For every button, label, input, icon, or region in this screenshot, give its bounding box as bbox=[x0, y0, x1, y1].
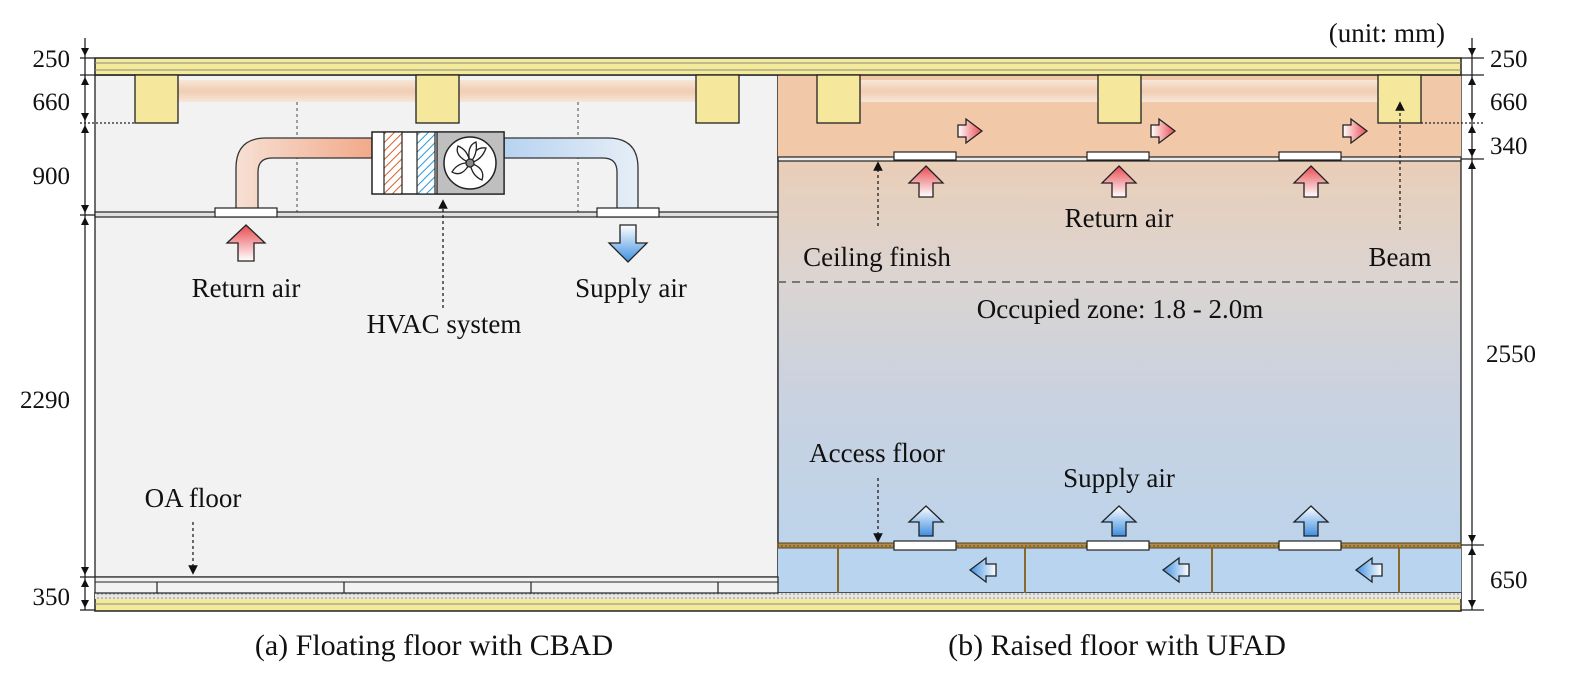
hvac-unit bbox=[371, 131, 505, 195]
beam-a-1 bbox=[134, 74, 179, 124]
oa-floor-label: OA floor bbox=[145, 483, 242, 513]
supply-air-arrow-b-2 bbox=[1100, 505, 1138, 537]
beam-a-3 bbox=[695, 74, 740, 124]
dim-b-plenum: 340 bbox=[1490, 133, 1528, 160]
floor-diffuser-b-1 bbox=[893, 540, 957, 551]
ceiling-finish-label: Ceiling finish bbox=[803, 242, 951, 272]
occupied-zone-label: Occupied zone: 1.8 - 2.0m bbox=[977, 294, 1263, 324]
access-floor-label: Access floor bbox=[809, 438, 945, 468]
dim-b-beam: 660 bbox=[1490, 89, 1528, 116]
dim-b-slab-top: 250 bbox=[1490, 46, 1528, 73]
dim-b-room: 2550 bbox=[1486, 341, 1536, 368]
underfloor-arrow-1 bbox=[968, 556, 997, 584]
top-slab bbox=[94, 57, 1462, 76]
supply-air-arrow-b-1 bbox=[907, 505, 945, 537]
bottom-slab bbox=[94, 592, 1462, 612]
return-grille-b-3 bbox=[1278, 151, 1342, 161]
unit-note: (unit: mm) bbox=[1329, 18, 1445, 48]
underfloor-arrow-3 bbox=[1354, 556, 1383, 584]
caption-b: (b) Raised floor with UFAD bbox=[948, 629, 1286, 662]
return-grille-a bbox=[214, 207, 278, 218]
plenum-arrow-2 bbox=[1150, 117, 1177, 145]
floor-diffuser-b-2 bbox=[1086, 540, 1150, 551]
supply-air-arrow-b-3 bbox=[1292, 505, 1330, 537]
hvac-system-label: HVAC system bbox=[367, 309, 522, 339]
oa-floor bbox=[94, 576, 779, 594]
return-air-arrow-b-2 bbox=[1100, 165, 1138, 198]
return-air-arrow-b-1 bbox=[907, 165, 945, 198]
dim-a-room: 2290 bbox=[20, 387, 70, 414]
plenum-arrow-1 bbox=[957, 117, 984, 145]
dim-b-underfloor: 650 bbox=[1490, 567, 1528, 594]
dim-a-beam: 660 bbox=[33, 89, 71, 116]
dim-a-floor: 350 bbox=[33, 584, 71, 611]
caption-a: (a) Floating floor with CBAD bbox=[255, 629, 613, 662]
right-dimension-arrows bbox=[1468, 48, 1476, 608]
panel-b-underfloor-background bbox=[778, 548, 1461, 593]
supply-air-arrow-a bbox=[607, 224, 649, 263]
return-air-label-b: Return air bbox=[1065, 203, 1174, 233]
return-grille-b-1 bbox=[893, 151, 957, 161]
dim-a-slab-top: 250 bbox=[33, 46, 71, 73]
beam-b-2 bbox=[1097, 74, 1142, 124]
floor-diffuser-b-3 bbox=[1278, 540, 1342, 551]
right-dimension-bar bbox=[1421, 38, 1484, 611]
supply-air-label-b: Supply air bbox=[1063, 463, 1175, 493]
plenum-arrow-3 bbox=[1342, 117, 1369, 145]
return-air-arrow-b-3 bbox=[1292, 165, 1330, 198]
supply-air-label-a: Supply air bbox=[575, 273, 687, 303]
left-dimension-arrows bbox=[81, 48, 89, 608]
beam-a-2 bbox=[415, 74, 460, 124]
left-dimension-bar bbox=[80, 38, 135, 611]
underfloor-arrow-2 bbox=[1161, 556, 1190, 584]
return-air-arrow-a bbox=[225, 224, 267, 262]
panel-a-ceiling-line bbox=[94, 211, 779, 218]
beam-b-1 bbox=[816, 74, 861, 124]
dim-a-plenum: 900 bbox=[33, 163, 71, 190]
return-grille-b-2 bbox=[1086, 151, 1150, 161]
supply-diffuser-a bbox=[596, 207, 660, 218]
beam-label: Beam bbox=[1369, 242, 1432, 272]
return-air-label-a: Return air bbox=[192, 273, 301, 303]
